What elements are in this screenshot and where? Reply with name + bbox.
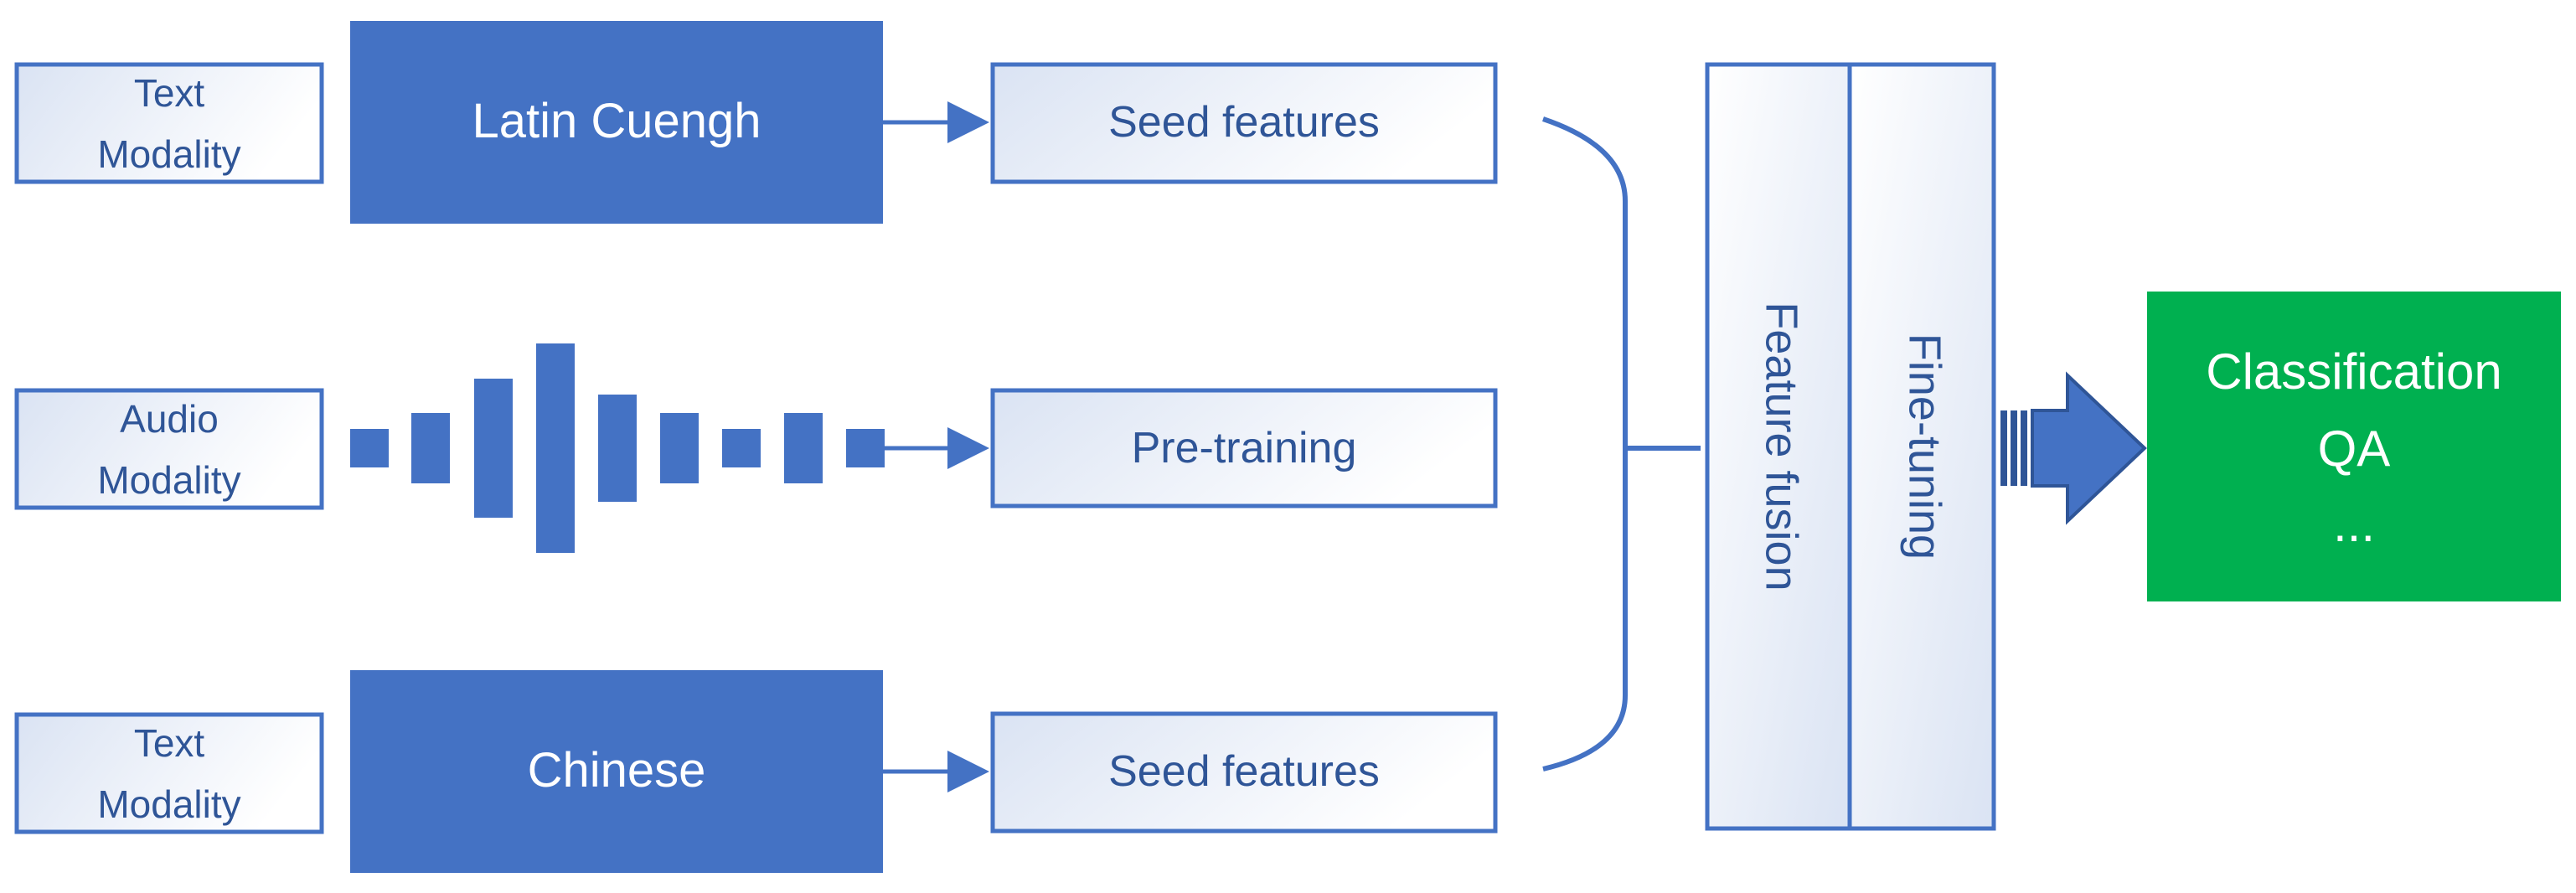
merge-brace bbox=[1542, 116, 1628, 772]
text-modality-box-top bbox=[14, 62, 324, 184]
row-middle: Audio Modality Pre-training bbox=[14, 343, 1498, 553]
arrow-body bbox=[2031, 371, 2147, 525]
seed-features-label-top: Seed features bbox=[1108, 98, 1380, 147]
seed-features-label-bottom: Seed features bbox=[1108, 747, 1380, 796]
text-modality-box-bottom bbox=[14, 712, 324, 834]
wave-bar bbox=[598, 395, 637, 502]
wave-bar bbox=[722, 429, 761, 467]
fusion-finetune-block: Feature fusion Fine-tuning bbox=[1705, 62, 1996, 831]
output-box bbox=[2147, 292, 2561, 601]
output-line-classification: Classification bbox=[2206, 343, 2501, 400]
feature-fusion-label: Feature fusion bbox=[1757, 302, 1807, 591]
chinese-label: Chinese bbox=[528, 743, 706, 798]
audio-modality-box bbox=[14, 388, 324, 510]
text-modality-label-top-line1: Text bbox=[134, 71, 205, 115]
text-modality-label-top-line2: Modality bbox=[97, 132, 240, 176]
wave-bar bbox=[660, 413, 699, 483]
row-top: Text Modality Latin Cuengh Seed features bbox=[14, 21, 1498, 224]
text-modality-label-bottom-line1: Text bbox=[134, 721, 205, 765]
wave-bar bbox=[784, 413, 823, 483]
latin-cuengh-label: Latin Cuengh bbox=[472, 94, 761, 148]
output-line-qa: QA bbox=[2318, 421, 2391, 477]
text-modality-label-bottom-line2: Modality bbox=[97, 782, 240, 826]
fine-tuning-label: Fine-tuning bbox=[1900, 333, 1950, 560]
wave-bar bbox=[411, 413, 450, 483]
fine-tuning-column bbox=[1847, 62, 1996, 831]
wave-bar bbox=[536, 343, 575, 553]
row-bottom: Text Modality Chinese Seed features bbox=[14, 670, 1498, 873]
arrow-stripe bbox=[2000, 410, 2007, 486]
feature-fusion-column bbox=[1705, 62, 1852, 831]
seed-features-box-top bbox=[990, 62, 1498, 184]
chinese-box bbox=[350, 670, 883, 873]
pre-training-label: Pre-training bbox=[1132, 424, 1357, 472]
wave-bar bbox=[350, 429, 389, 467]
audio-waveform-icon bbox=[350, 343, 885, 553]
output-arrow-icon bbox=[2000, 371, 2147, 525]
arrow-stripe bbox=[2011, 410, 2017, 486]
seed-features-box-bottom bbox=[990, 711, 1498, 834]
output-line-ellipsis: ... bbox=[2333, 496, 2375, 552]
audio-modality-label-line2: Modality bbox=[97, 458, 240, 502]
arrow-stripe bbox=[2021, 410, 2027, 486]
latin-cuengh-box bbox=[350, 21, 883, 224]
wave-bar bbox=[846, 429, 885, 467]
output-box-group: Classification QA ... bbox=[2147, 292, 2561, 601]
pre-training-box bbox=[990, 388, 1498, 508]
audio-modality-label-line1: Audio bbox=[120, 397, 219, 441]
wave-bar bbox=[474, 379, 513, 518]
